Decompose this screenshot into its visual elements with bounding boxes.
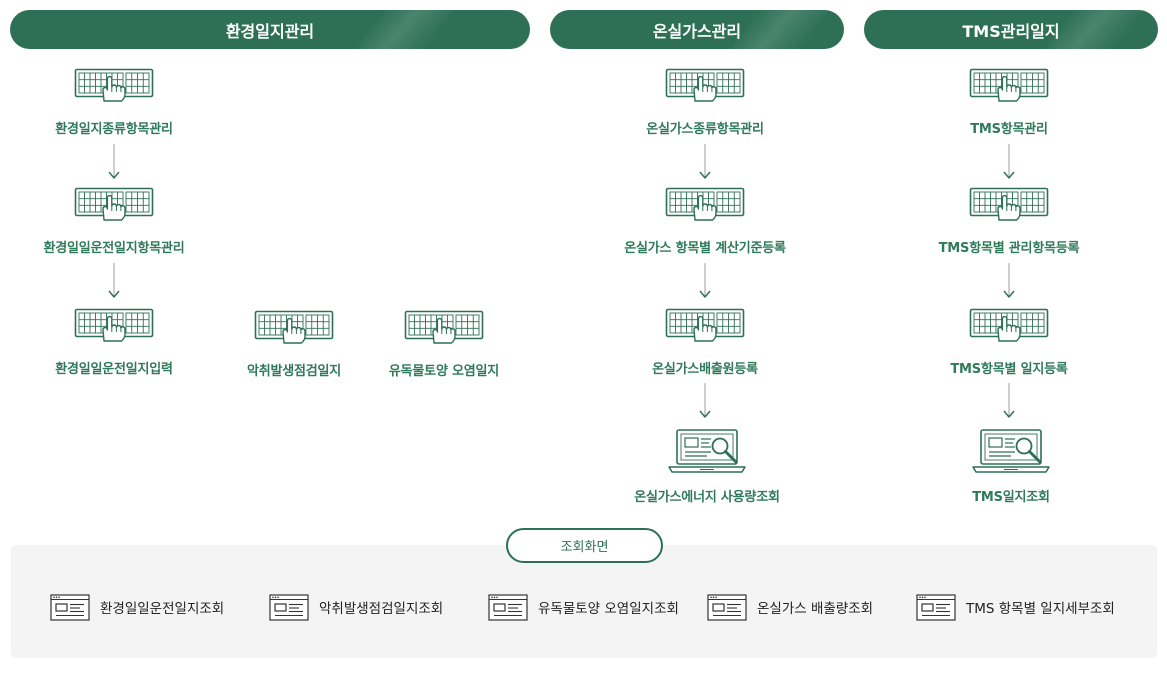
arrow-down-icon: [698, 383, 712, 423]
document-window-icon: [269, 594, 309, 621]
node-tms-log-view[interactable]: TMS일지조회: [901, 428, 1121, 505]
header-env-title: 환경일지관리: [225, 21, 315, 41]
node-ghg-emission-register-label: 온실가스배출원등록: [652, 362, 758, 377]
view-item-ghg-emission[interactable]: 온실가스 배출량조회: [707, 593, 873, 621]
view-item-env-op[interactable]: 환경일일운전일지조회: [50, 593, 224, 621]
header-env-log-management: 환경일지관리: [10, 10, 530, 49]
node-ghg-energy-view[interactable]: 온실가스에너지 사용량조회: [597, 428, 817, 505]
laptop-search-icon: [667, 428, 747, 474]
header-ghg-title: 온실가스관리: [652, 21, 742, 41]
node-tms-item-label: TMS항목관리: [970, 122, 1048, 137]
laptop-search-icon: [971, 428, 1051, 474]
document-window-icon: [488, 594, 528, 621]
view-item-label: 온실가스 배출량조회: [757, 601, 874, 617]
view-screens-title: 조회화면: [506, 528, 663, 563]
node-env-item-type[interactable]: 환경일지종류항목관리: [4, 68, 224, 137]
node-tms-log-view-label: TMS일지조회: [972, 490, 1050, 505]
document-window-icon: [50, 594, 90, 621]
view-item-label: 악취발생점검일지조회: [319, 601, 444, 617]
node-ghg-calc-register-label: 온실가스 항목별 계산기준등록: [624, 241, 786, 256]
arrow-down-icon: [1002, 263, 1016, 303]
view-screens-panel: [11, 545, 1157, 658]
node-tms-item[interactable]: TMS항목관리: [899, 68, 1119, 137]
view-item-label: TMS 항목별 일지세부조회: [966, 601, 1115, 617]
node-ghg-energy-view-label: 온실가스에너지 사용량조회: [634, 490, 780, 505]
keyboard-hand-icon: [74, 68, 154, 102]
node-tms-mgmt-register-label: TMS항목별 관리항목등록: [938, 241, 1080, 256]
view-item-chem[interactable]: 악취발생점검일지조회: [269, 593, 443, 621]
keyboard-hand-icon: [254, 310, 334, 344]
node-ghg-calc-register[interactable]: 온실가스 항목별 계산기준등록: [595, 187, 815, 256]
keyboard-hand-icon: [74, 187, 154, 221]
arrow-down-icon: [1002, 383, 1016, 423]
view-item-label: 유독물토양 오염일지조회: [538, 601, 679, 617]
document-window-icon: [707, 594, 747, 621]
arrow-down-icon: [698, 263, 712, 303]
keyboard-hand-icon: [665, 187, 745, 221]
keyboard-hand-icon: [969, 68, 1049, 102]
node-env-item-type-label: 환경일지종류항목관리: [55, 122, 173, 137]
keyboard-hand-icon: [665, 68, 745, 102]
node-ghg-item-type[interactable]: 온실가스종류항목관리: [595, 68, 815, 137]
header-tms-title: TMS관리일지: [962, 21, 1060, 41]
node-env-op-input[interactable]: 환경일일운전일지입력: [4, 308, 224, 377]
node-toxic-log[interactable]: 유독물토양 오염일지: [334, 310, 554, 379]
node-ghg-emission-register[interactable]: 온실가스배출원등록: [595, 308, 815, 377]
view-item-label: 환경일일운전일지조회: [100, 601, 225, 617]
node-tms-log-register[interactable]: TMS항목별 일지등록: [899, 308, 1119, 377]
node-tms-mgmt-register[interactable]: TMS항목별 관리항목등록: [899, 187, 1119, 256]
keyboard-hand-icon: [74, 308, 154, 342]
view-item-tms-detail[interactable]: TMS 항목별 일지세부조회: [916, 593, 1115, 621]
arrow-down-icon: [1002, 144, 1016, 184]
node-env-op-input-label: 환경일일운전일지입력: [55, 362, 173, 377]
node-env-op-item[interactable]: 환경일일운전일지항목관리: [4, 187, 224, 256]
node-env-op-item-label: 환경일일운전일지항목관리: [43, 241, 185, 256]
document-window-icon: [916, 594, 956, 621]
arrow-down-icon: [107, 144, 121, 184]
header-tms-log: TMS관리일지: [864, 10, 1158, 49]
arrow-down-icon: [698, 144, 712, 184]
node-tms-log-register-label: TMS항목별 일지등록: [950, 362, 1068, 377]
arrow-down-icon: [107, 263, 121, 303]
keyboard-hand-icon: [404, 310, 484, 344]
view-item-toxic[interactable]: 유독물토양 오염일지조회: [488, 593, 679, 621]
node-ghg-item-type-label: 온실가스종류항목관리: [646, 122, 764, 137]
header-ghg-management: 온실가스관리: [550, 10, 844, 49]
node-chem-inspection-label: 악취발생점검일지: [246, 364, 342, 379]
node-chem-inspection[interactable]: 악취발생점검일지: [184, 310, 404, 379]
keyboard-hand-icon: [969, 308, 1049, 342]
keyboard-hand-icon: [665, 308, 745, 342]
keyboard-hand-icon: [969, 187, 1049, 221]
node-toxic-log-label: 유독물토양 오염일지: [388, 364, 500, 379]
